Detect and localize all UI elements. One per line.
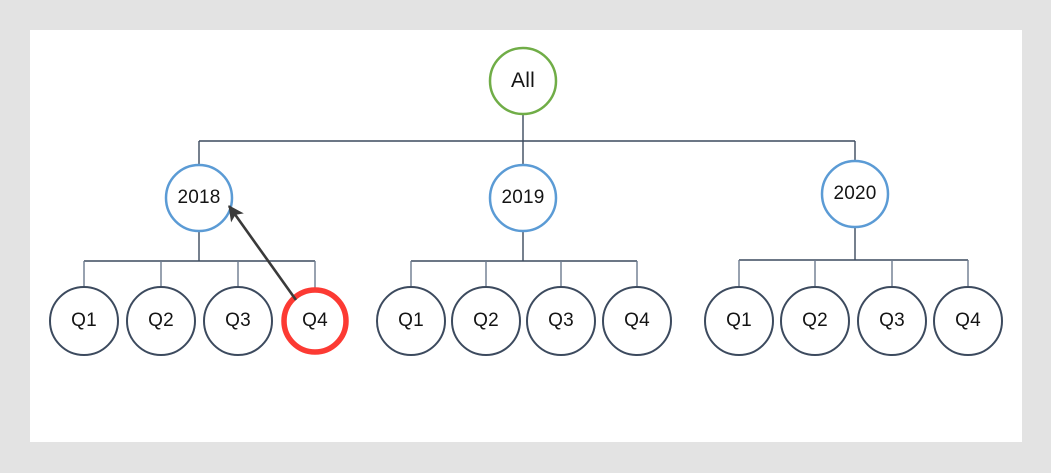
node-quarter-2019-q1-circle — [376, 286, 446, 356]
node-quarter-2020-q4-circle — [933, 286, 1003, 356]
node-all[interactable] — [488, 46, 558, 116]
node-year-2018[interactable] — [164, 163, 234, 233]
node-quarter-2020-q2-circle — [780, 286, 850, 356]
node-quarter-2019-q1[interactable] — [376, 286, 446, 356]
node-quarter-2019-q4-circle — [602, 286, 672, 356]
node-quarter-2018-q4[interactable] — [281, 287, 349, 355]
node-year-2020[interactable] — [820, 159, 890, 229]
connectors-2018-quarters — [83, 231, 316, 289]
annotation-arrow — [227, 205, 298, 301]
node-quarter-2018-q3-circle — [203, 286, 273, 356]
node-quarter-2018-q3[interactable] — [203, 286, 273, 356]
node-quarter-2020-q2[interactable] — [780, 286, 850, 356]
node-year-2020-circle — [820, 159, 890, 229]
node-quarter-2019-q2-circle — [451, 286, 521, 356]
connectors-2019-quarters — [410, 231, 638, 287]
node-all-circle — [488, 46, 558, 116]
node-quarter-2019-q3-circle — [526, 286, 596, 356]
node-quarter-2018-q1[interactable] — [49, 286, 119, 356]
node-quarter-2018-q4-circle — [281, 287, 349, 355]
node-quarter-2020-q1-circle — [704, 286, 774, 356]
node-year-2018-circle — [164, 163, 234, 233]
node-quarter-2020-q3-circle — [857, 286, 927, 356]
node-quarter-2018-q2[interactable] — [126, 286, 196, 356]
node-year-2019-circle — [488, 163, 558, 233]
node-quarter-2020-q3[interactable] — [857, 286, 927, 356]
node-quarter-2019-q4[interactable] — [602, 286, 672, 356]
node-quarter-2019-q3[interactable] — [526, 286, 596, 356]
node-quarter-2020-q4[interactable] — [933, 286, 1003, 356]
node-quarter-2020-q1[interactable] — [704, 286, 774, 356]
connectors-2020-quarters — [738, 227, 969, 287]
connectors-root-to-years — [198, 114, 856, 165]
node-quarter-2019-q2[interactable] — [451, 286, 521, 356]
node-quarter-2018-q2-circle — [126, 286, 196, 356]
node-year-2019[interactable] — [488, 163, 558, 233]
node-quarter-2018-q1-circle — [49, 286, 119, 356]
